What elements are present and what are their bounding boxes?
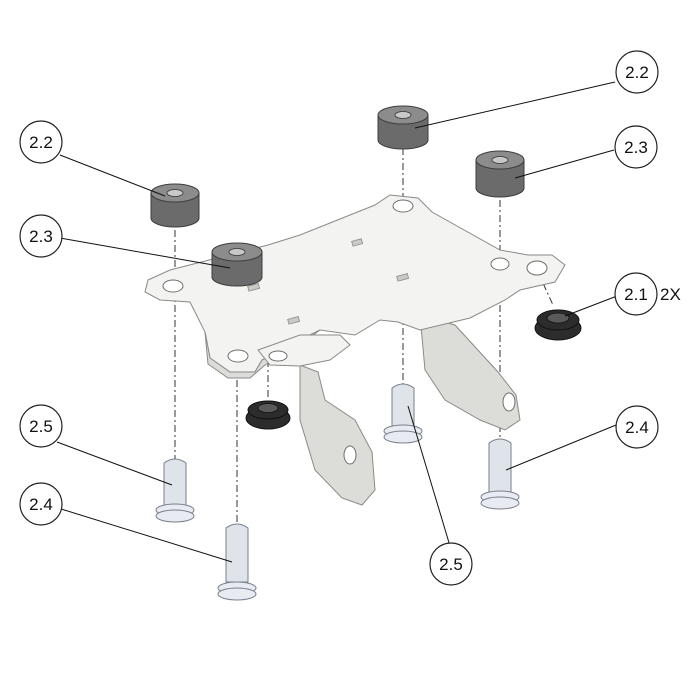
bushing-right bbox=[475, 150, 525, 198]
callout-label: 2.4 bbox=[625, 418, 649, 437]
bracket-plate bbox=[144, 194, 566, 506]
leader-c6 bbox=[56, 441, 173, 486]
leader-c7 bbox=[505, 424, 617, 471]
bushing-center bbox=[377, 105, 429, 150]
pin-right bbox=[480, 438, 520, 510]
leader-c2 bbox=[414, 81, 616, 129]
right-mount-tab bbox=[419, 314, 521, 431]
quantity-note: 2X bbox=[660, 285, 681, 304]
plate-slot bbox=[396, 273, 410, 282]
pin-front-left bbox=[155, 458, 195, 523]
callout-bubble: 2.2 bbox=[615, 50, 659, 94]
callout-label: 2.4 bbox=[29, 495, 53, 514]
callout-label: 2.1 bbox=[624, 285, 648, 304]
plate-slot bbox=[351, 238, 364, 247]
callout-label: 2.5 bbox=[29, 417, 53, 436]
leader-c3 bbox=[59, 237, 231, 269]
plate-hole bbox=[526, 260, 548, 276]
left-mount-tab bbox=[299, 364, 376, 506]
bushing-rear-left bbox=[211, 242, 263, 287]
leader-c1 bbox=[59, 154, 166, 197]
bushing-front-left bbox=[150, 183, 200, 228]
callout-bubble: 2.2 bbox=[19, 120, 63, 164]
callout-bubble: 2.3 bbox=[19, 214, 63, 258]
callout-label: 2.3 bbox=[29, 227, 53, 246]
callout-label: 2.2 bbox=[29, 133, 53, 152]
callout-label: 2.3 bbox=[624, 138, 648, 157]
callout-label: 2.5 bbox=[439, 555, 463, 574]
leader-c8 bbox=[57, 507, 233, 563]
pin-rear-left bbox=[217, 523, 257, 601]
plate-hole bbox=[490, 257, 510, 271]
pin-center bbox=[383, 383, 423, 444]
grommet-right bbox=[534, 309, 582, 341]
leader-lines bbox=[56, 81, 618, 563]
callout-bubble: 2.1 bbox=[614, 272, 658, 316]
tab-hole bbox=[343, 445, 357, 465]
leader-c5 bbox=[564, 295, 618, 317]
plate-hole bbox=[227, 349, 249, 363]
leader-c9 bbox=[407, 405, 451, 547]
callout-bubble: 2.5 bbox=[19, 404, 63, 448]
plate-hole bbox=[162, 279, 184, 293]
tab-hole bbox=[502, 392, 516, 412]
plate-front-edge bbox=[204, 329, 321, 379]
grommet-left bbox=[245, 400, 291, 430]
callout-label: 2.2 bbox=[625, 63, 649, 82]
plate-hole bbox=[268, 350, 288, 362]
callout-bubble: 2.4 bbox=[615, 405, 659, 449]
plate-slot bbox=[287, 316, 301, 325]
leader-c4 bbox=[514, 149, 615, 179]
callout-bubble: 2.3 bbox=[614, 125, 658, 169]
callout-bubble: 2.4 bbox=[19, 482, 63, 526]
plate-slot bbox=[247, 283, 261, 292]
callout-bubble: 2.5 bbox=[429, 542, 473, 586]
plate-hole bbox=[392, 199, 414, 213]
